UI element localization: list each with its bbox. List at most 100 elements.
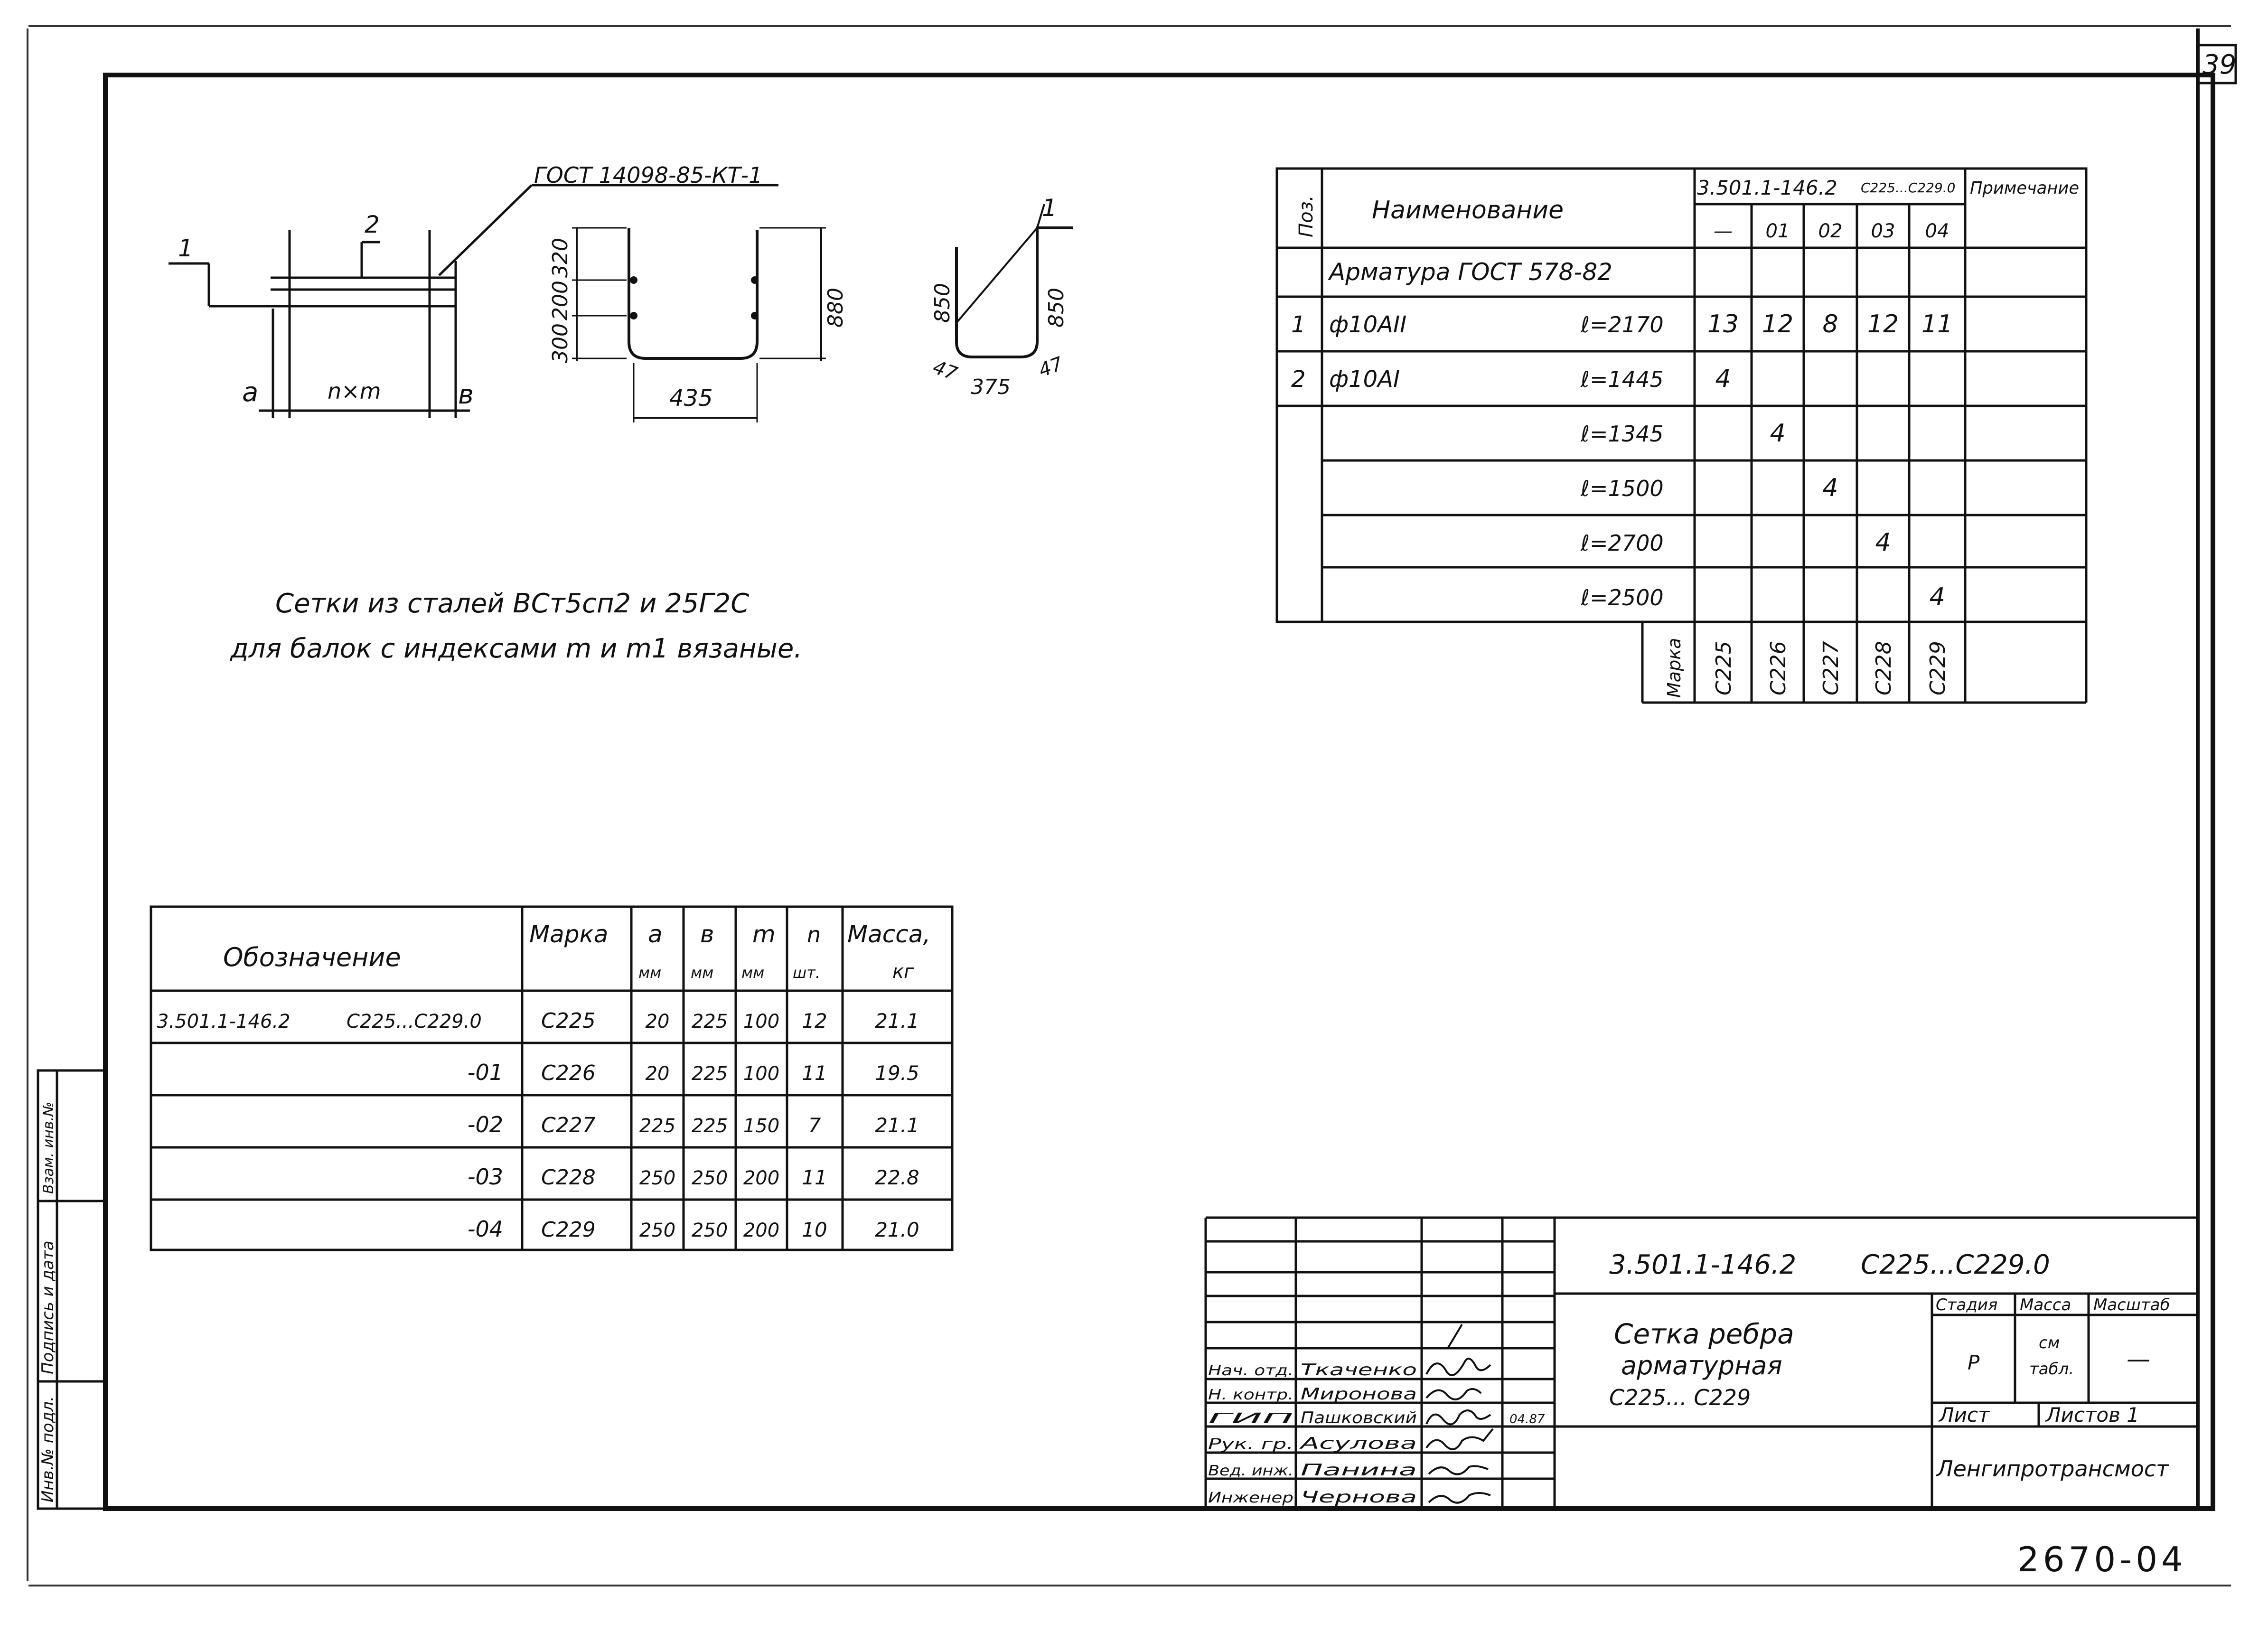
des-h-mass: Масса,	[847, 920, 930, 948]
des-row-mark: С227	[541, 1113, 596, 1137]
spec-mark: С227	[1819, 641, 1843, 695]
spec-col-name: Наименование	[1372, 196, 1564, 225]
des-row-designation: -04	[468, 1216, 503, 1242]
staff-name: Панина	[1301, 1461, 1417, 1480]
spec-row-qty: 4	[1822, 474, 1838, 502]
tb-mass2: табл.	[2029, 1360, 2074, 1379]
bar-width: 375	[971, 375, 1011, 399]
des-row-mass: 21.0	[875, 1218, 919, 1241]
spec-mark: С228	[1872, 641, 1896, 695]
des-h-n: n	[807, 922, 821, 948]
tb-title1: Сетка ребра	[1614, 1318, 1794, 1350]
page-number: 39	[2202, 49, 2236, 80]
des-row-a: 250	[639, 1220, 675, 1241]
bar-h-right: 850	[1044, 288, 1068, 328]
bar-hook-r: 47	[1036, 353, 1066, 382]
tb-sheet-label: Лист	[1938, 1403, 1990, 1427]
spec-group-label: Арматура ГОСТ 578-82	[1328, 258, 1612, 286]
des-h-b: в	[700, 920, 714, 948]
spec-variant-3: 03	[1871, 220, 1895, 242]
des-row-m: 200	[743, 1220, 779, 1241]
des-row-b: 225	[692, 1063, 728, 1085]
spec-row-length: ℓ=2700	[1580, 530, 1664, 556]
bar-h-left: 850	[930, 283, 955, 323]
des-row-n: 11	[802, 1166, 827, 1189]
spec-variant-2: 02	[1818, 220, 1843, 242]
spec-row-length: ℓ=1345	[1580, 421, 1664, 447]
des-row-mark: С226	[541, 1061, 596, 1085]
staff-name: Пашковский	[1301, 1408, 1417, 1427]
bottom-code: 2670-04	[2017, 1539, 2187, 1579]
des-row-mark: С228	[541, 1165, 596, 1190]
signatures	[1425, 1323, 1494, 1504]
spec-table-grid	[1275, 167, 2088, 704]
tb-range: С225...С229.0	[1861, 1249, 2050, 1280]
u-h1: 320	[548, 238, 572, 278]
bar-hook-l: 47	[930, 356, 960, 385]
des-row-b: 225	[692, 1011, 728, 1032]
des-row-n: 10	[802, 1218, 827, 1241]
frame	[103, 73, 2215, 1511]
gost-note: ГОСТ 14098-85-КТ-1	[534, 162, 762, 188]
spec-col-doc: 3.501.1-146.2	[1697, 176, 1837, 199]
tb-scale: —	[2127, 1345, 2150, 1373]
left-stamp-grid	[37, 1069, 107, 1510]
des-row-b: 250	[692, 1220, 728, 1241]
tb-stage-label: Стадия	[1936, 1295, 1997, 1314]
u-h2: 200	[548, 281, 572, 320]
des-h-mark: Марка	[529, 920, 608, 948]
spec-row-name: ф10АII	[1329, 311, 1406, 338]
mesh-a: a	[242, 377, 258, 408]
spec-row-qty: 13	[1707, 310, 1739, 338]
spec-row-length: ℓ=2500	[1580, 585, 1664, 610]
spec-row-name: ф10АI	[1329, 366, 1400, 393]
u-h3: 300	[548, 323, 572, 363]
tb-mass1: см	[2039, 1333, 2060, 1352]
spec-variant-4: 04	[1925, 220, 1949, 242]
mesh-pos1: 1	[178, 235, 193, 262]
spec-row-length: ℓ=1500	[1580, 476, 1664, 501]
spec-marka-label: Марка	[1664, 638, 1685, 698]
staff-role: Инженер	[1208, 1490, 1293, 1506]
des-row-m: 200	[743, 1167, 779, 1189]
des-row-mark: С229	[541, 1218, 596, 1242]
title-block-grid	[1204, 1216, 2198, 1509]
bar-profile-drawing	[955, 204, 1073, 358]
spec-row-qty: 4	[1770, 419, 1785, 448]
des-row-a: 225	[639, 1115, 675, 1137]
spec-row-qty: 12	[1867, 310, 1899, 338]
mesh-b: в	[458, 379, 474, 410]
stamp-inv: Инв.№ подл.	[38, 1396, 57, 1502]
tb-sheets-label: Листов 1	[2045, 1403, 2139, 1427]
des-row-b: 250	[692, 1167, 728, 1189]
spec-col-range: С225...С229.0	[1861, 180, 1955, 196]
des-row-a: 20	[646, 1063, 670, 1085]
spec-col-note: Примечание	[1970, 178, 2079, 198]
des-row-b: 225	[692, 1115, 728, 1137]
staff-name: Чернова	[1301, 1488, 1417, 1507]
spec-row-qty: 12	[1762, 310, 1793, 338]
staff-name: Асулова	[1299, 1434, 1417, 1453]
tb-doc: 3.501.1-146.2	[1609, 1249, 1796, 1280]
des-h-mass-unit: кг	[892, 961, 914, 983]
tb-mass-label: Масса	[2020, 1295, 2071, 1314]
tb-stage: Р	[1968, 1351, 1980, 1374]
staff-role: Н. контр.	[1208, 1387, 1293, 1403]
mesh-drawing	[169, 184, 778, 418]
staff-name: Миронова	[1301, 1385, 1417, 1404]
des-h-a: a	[648, 920, 663, 948]
des-row-mass: 21.1	[875, 1009, 919, 1032]
staff-role: Нач. отд.	[1208, 1362, 1293, 1379]
tb-scale-label: Масштаб	[2093, 1295, 2170, 1314]
des-row-m: 100	[743, 1011, 779, 1032]
tb-org: Ленгипротрансмост	[1936, 1456, 2169, 1482]
des-row-a: 250	[639, 1167, 675, 1189]
des-h-n-unit: шт.	[793, 964, 820, 982]
spec-col-pos: Поз.	[1295, 195, 1317, 237]
tb-title2: арматурная	[1621, 1351, 1782, 1380]
des-row-mass: 19.5	[875, 1061, 919, 1085]
spec-variant-0: —	[1714, 220, 1733, 242]
